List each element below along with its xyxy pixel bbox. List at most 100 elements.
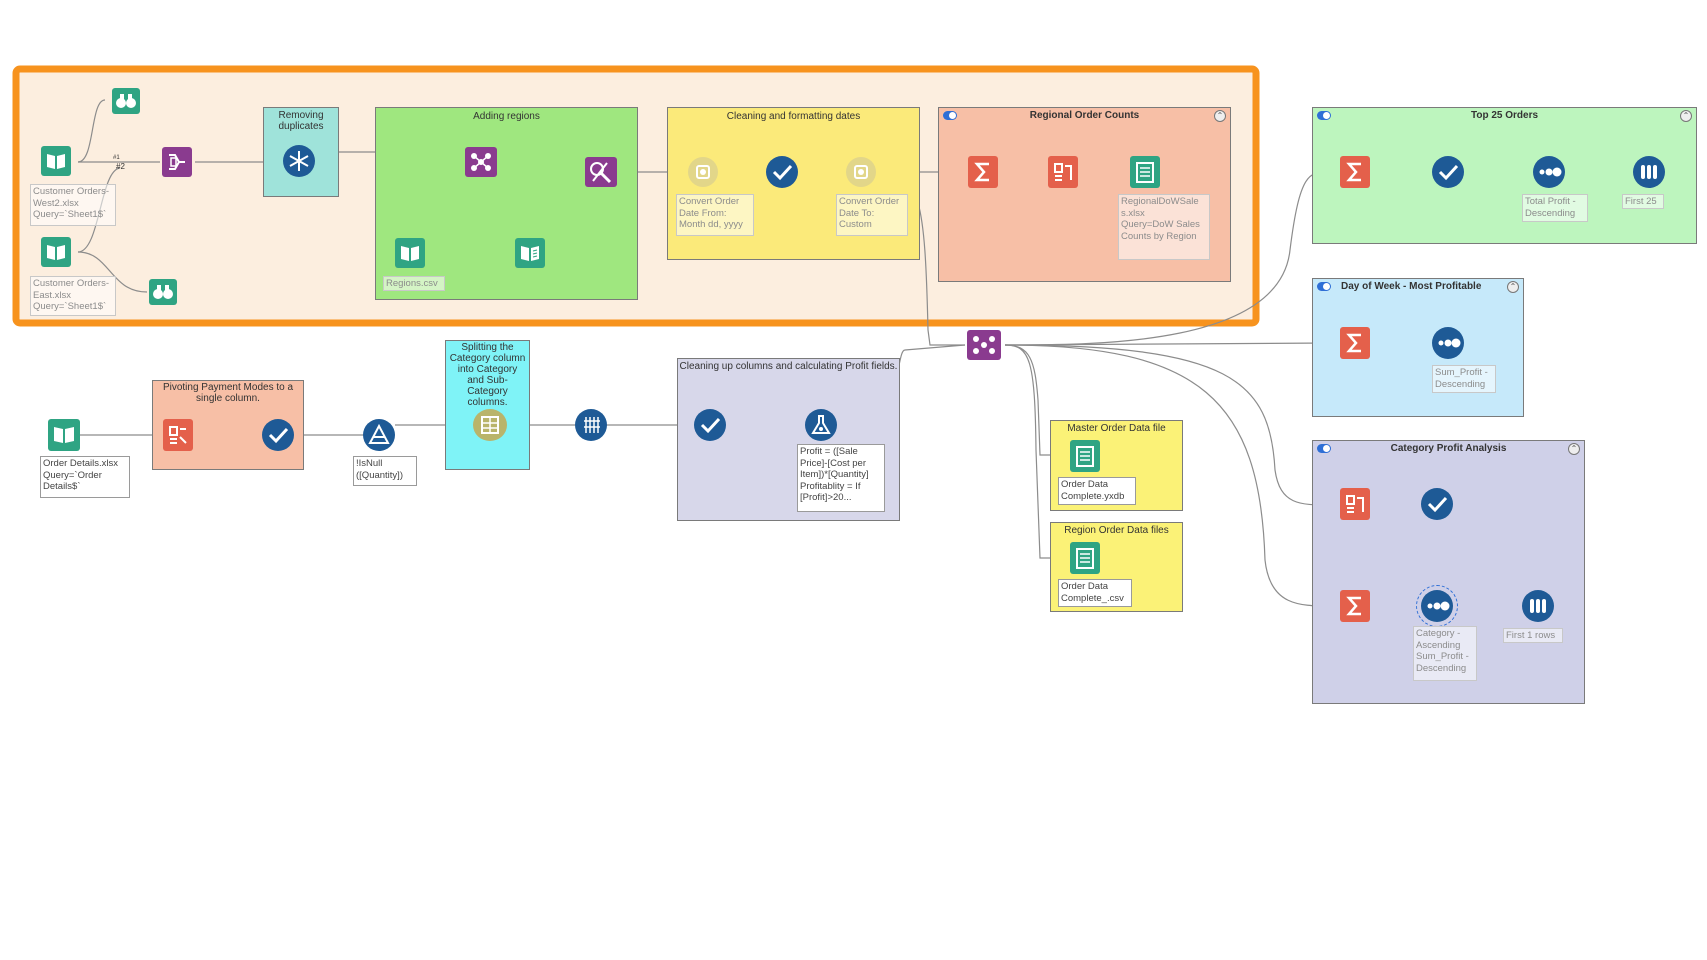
checkmark-icon — [268, 427, 289, 444]
summarize-tool-top25[interactable] — [1340, 156, 1370, 188]
document-icon — [1076, 548, 1094, 569]
annotation-regional-output: RegionalDoWSale s.xlsx Query=DoW Sales C… — [1118, 194, 1210, 260]
input-data-tool-east[interactable] — [41, 237, 71, 267]
binoculars-icon — [116, 94, 136, 108]
datetime-tool-from[interactable] — [688, 157, 718, 187]
sample-tool-top25[interactable] — [1633, 156, 1665, 188]
test-tubes-icon — [1530, 599, 1546, 613]
text-input-tool[interactable] — [515, 238, 545, 268]
input-data-tool-order-details[interactable] — [48, 419, 80, 451]
document-icon — [1076, 446, 1094, 467]
select-tool-category[interactable] — [1421, 488, 1453, 520]
join-icon — [471, 153, 491, 171]
sort-dots-icon — [1427, 601, 1450, 611]
union-icon — [169, 154, 185, 170]
container-adding-regions[interactable]: Adding regions — [375, 107, 638, 300]
find-replace-icon — [590, 162, 612, 184]
sort-tool-dow[interactable] — [1432, 327, 1464, 359]
output-tool-master[interactable] — [1070, 440, 1100, 472]
container-title: Region Order Data files — [1064, 525, 1169, 536]
select-tool-dates[interactable] — [766, 156, 798, 188]
union-connection-label-2: #2 — [116, 162, 125, 171]
collapse-icon[interactable]: ⌃ — [1680, 110, 1692, 122]
crosstab-icon — [1054, 163, 1072, 181]
output-tool-region[interactable] — [1070, 542, 1100, 574]
crosstab-tool-category[interactable] — [1340, 488, 1370, 520]
collapse-icon[interactable]: ⌃ — [1568, 443, 1580, 455]
container-title: Adding regions — [473, 111, 540, 122]
snowflake-icon — [289, 151, 309, 171]
annotation-region-output: Order Data Complete_.csv — [1058, 579, 1132, 607]
unique-tool[interactable] — [283, 145, 315, 177]
join-tool-central[interactable] — [967, 330, 1001, 360]
filter-triangle-icon — [368, 423, 390, 444]
collapse-icon[interactable]: ⌃ — [1507, 281, 1519, 293]
annotation-first-1: First 1 rows — [1503, 628, 1563, 643]
output-tool-regional[interactable] — [1130, 156, 1160, 188]
find-replace-tool[interactable] — [585, 157, 617, 187]
summarize-tool-category[interactable] — [1340, 590, 1370, 622]
sigma-icon — [1346, 596, 1361, 616]
transpose-tool[interactable] — [163, 419, 193, 451]
collapse-icon[interactable]: ⌃ — [1214, 110, 1226, 122]
checkmark-icon — [1438, 164, 1459, 181]
container-toggle[interactable] — [1317, 282, 1331, 291]
sort-dots-icon — [1539, 167, 1562, 177]
browse-tool-bottom[interactable] — [149, 279, 177, 305]
sigma-icon — [974, 162, 989, 182]
calendar-icon — [696, 165, 710, 179]
checkmark-icon — [772, 164, 793, 181]
annotation-category-sort: Category - Ascending Sum_Profit - Descen… — [1413, 626, 1477, 681]
sort-dots-icon — [1438, 338, 1461, 348]
container-title: Splitting the Category column into Categ… — [449, 342, 526, 408]
container-title: Day of Week - Most Profitable — [1341, 281, 1482, 292]
browse-tool-top[interactable] — [112, 88, 140, 114]
select-tool-top25[interactable] — [1432, 156, 1464, 188]
container-title: Pivoting Payment Modes to a single colum… — [162, 382, 294, 404]
container-title: Cleaning and formatting dates — [726, 111, 861, 122]
select-tool-cleanup[interactable] — [694, 409, 726, 441]
select-tool-pivot[interactable] — [262, 419, 294, 451]
container-toggle[interactable] — [943, 111, 957, 120]
book-icon — [47, 245, 65, 260]
annotation-customer-east: Customer Orders- East.xlsx Query=`Sheet1… — [30, 276, 116, 316]
crosstab-tool-regional[interactable] — [1048, 156, 1078, 188]
annotation-convert-to: Convert Order Date To: Custom — [836, 194, 908, 236]
text-to-columns-tool[interactable] — [473, 409, 507, 441]
summarize-tool-dow[interactable] — [1340, 327, 1370, 359]
annotation-filter-expr: !IsNull ([Quantity]) — [353, 456, 417, 486]
checkmark-icon — [1427, 496, 1448, 513]
annotation-convert-from: Convert Order Date From: Month dd, yyyy — [676, 194, 754, 236]
container-title: Cleaning up columns and calculating Prof… — [679, 361, 898, 372]
sort-tool-top25[interactable] — [1533, 156, 1565, 188]
container-toggle[interactable] — [1317, 111, 1331, 120]
regions-input-tool[interactable] — [395, 238, 425, 268]
container-top-25-orders[interactable]: Top 25 Orders ⌃ — [1312, 107, 1697, 244]
filter-tool[interactable] — [363, 419, 395, 451]
union-connection-label-1: #1 — [113, 155, 120, 161]
annotation-master-output: Order Data Complete.yxdb — [1058, 477, 1136, 505]
formula-tool[interactable] — [805, 409, 837, 441]
book-icon — [54, 427, 74, 443]
sigma-icon — [1346, 333, 1361, 353]
container-day-of-week[interactable]: Day of Week - Most Profitable ⌃ — [1312, 278, 1524, 417]
flask-icon — [811, 415, 831, 434]
data-cleansing-tool[interactable] — [575, 409, 607, 441]
container-title: Top 25 Orders — [1470, 110, 1539, 121]
annotation-order-details: Order Details.xlsx Query=`Order Details$… — [40, 456, 130, 498]
sample-tool-category[interactable] — [1522, 590, 1554, 622]
binoculars-icon — [153, 285, 173, 299]
sort-tool-category[interactable] — [1416, 585, 1458, 627]
input-data-tool-west[interactable] — [41, 146, 71, 176]
container-title: Category Profit Analysis — [1390, 443, 1507, 454]
test-tubes-icon — [1641, 165, 1657, 179]
datetime-tool-to[interactable] — [846, 157, 876, 187]
container-removing-duplicates[interactable]: Removing duplicates — [263, 107, 339, 197]
summarize-tool-regional[interactable] — [968, 156, 998, 188]
union-tool[interactable] — [162, 147, 192, 177]
text-columns-icon — [481, 416, 499, 434]
join-tool[interactable] — [465, 147, 497, 177]
container-toggle[interactable] — [1317, 444, 1331, 453]
container-splitting[interactable]: Splitting the Category column into Categ… — [445, 340, 530, 470]
book-icon — [47, 154, 65, 169]
